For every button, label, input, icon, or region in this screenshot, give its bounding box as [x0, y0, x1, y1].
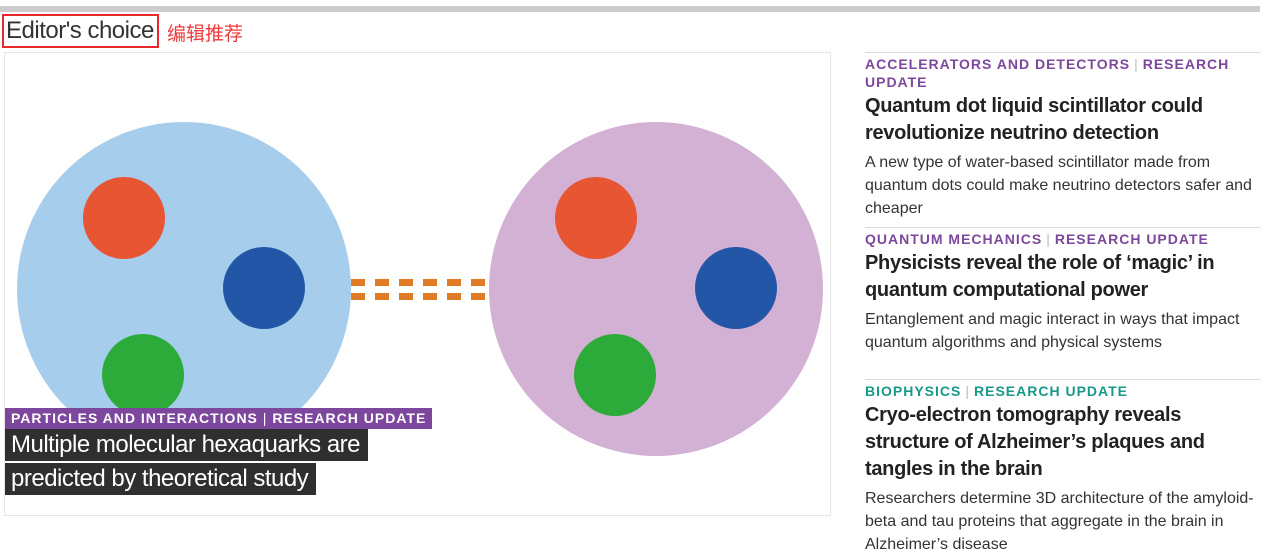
article-category: ACCELERATORS AND DETECTORS|RESEARCH UPDA… [865, 56, 1230, 90]
article-title[interactable]: Physicists reveal the role of ‘magic’ in… [865, 252, 1215, 301]
top-divider [0, 6, 1260, 12]
quark-green [574, 334, 656, 416]
quark-blue [223, 247, 305, 329]
bond-dashes [351, 279, 485, 300]
article-item[interactable]: QUANTUM MECHANICS|RESEARCH UPDATE Physic… [865, 227, 1261, 379]
section-annotation: 编辑推荐 [167, 24, 244, 45]
article-item[interactable]: BIOPHYSICS|RESEARCH UPDATE Cryo-electron… [865, 379, 1261, 556]
hexaquark-illustration [17, 122, 823, 456]
featured-headline-line1[interactable]: Multiple molecular hexaquarks are [5, 429, 369, 461]
featured-headline-line2[interactable]: predicted by theoretical study [5, 463, 317, 495]
quark-red [83, 177, 165, 259]
article-category: QUANTUM MECHANICS|RESEARCH UPDATE [865, 231, 1209, 247]
article-category: BIOPHYSICS|RESEARCH UPDATE [865, 383, 1128, 399]
article-description: Researchers determine 3D architecture of… [865, 490, 1254, 553]
quark-green [102, 334, 184, 416]
section-title: Editor's choice [2, 14, 159, 48]
article-item[interactable]: ACCELERATORS AND DETECTORS|RESEARCH UPDA… [865, 52, 1261, 225]
quark-blue [695, 247, 777, 329]
article-list: ACCELERATORS AND DETECTORS|RESEARCH UPDA… [865, 52, 1261, 556]
featured-article[interactable]: PARTICLES AND INTERACTIONS | RESEARCH UP… [4, 52, 831, 516]
article-description: A new type of water-based scintillator m… [865, 154, 1252, 217]
article-title[interactable]: Cryo-electron tomography reveals structu… [865, 404, 1205, 480]
featured-category[interactable]: PARTICLES AND INTERACTIONS | RESEARCH UP… [5, 408, 433, 429]
article-title[interactable]: Quantum dot liquid scintillator could re… [865, 95, 1203, 144]
article-description: Entanglement and magic interact in ways … [865, 311, 1240, 351]
quark-red [555, 177, 637, 259]
